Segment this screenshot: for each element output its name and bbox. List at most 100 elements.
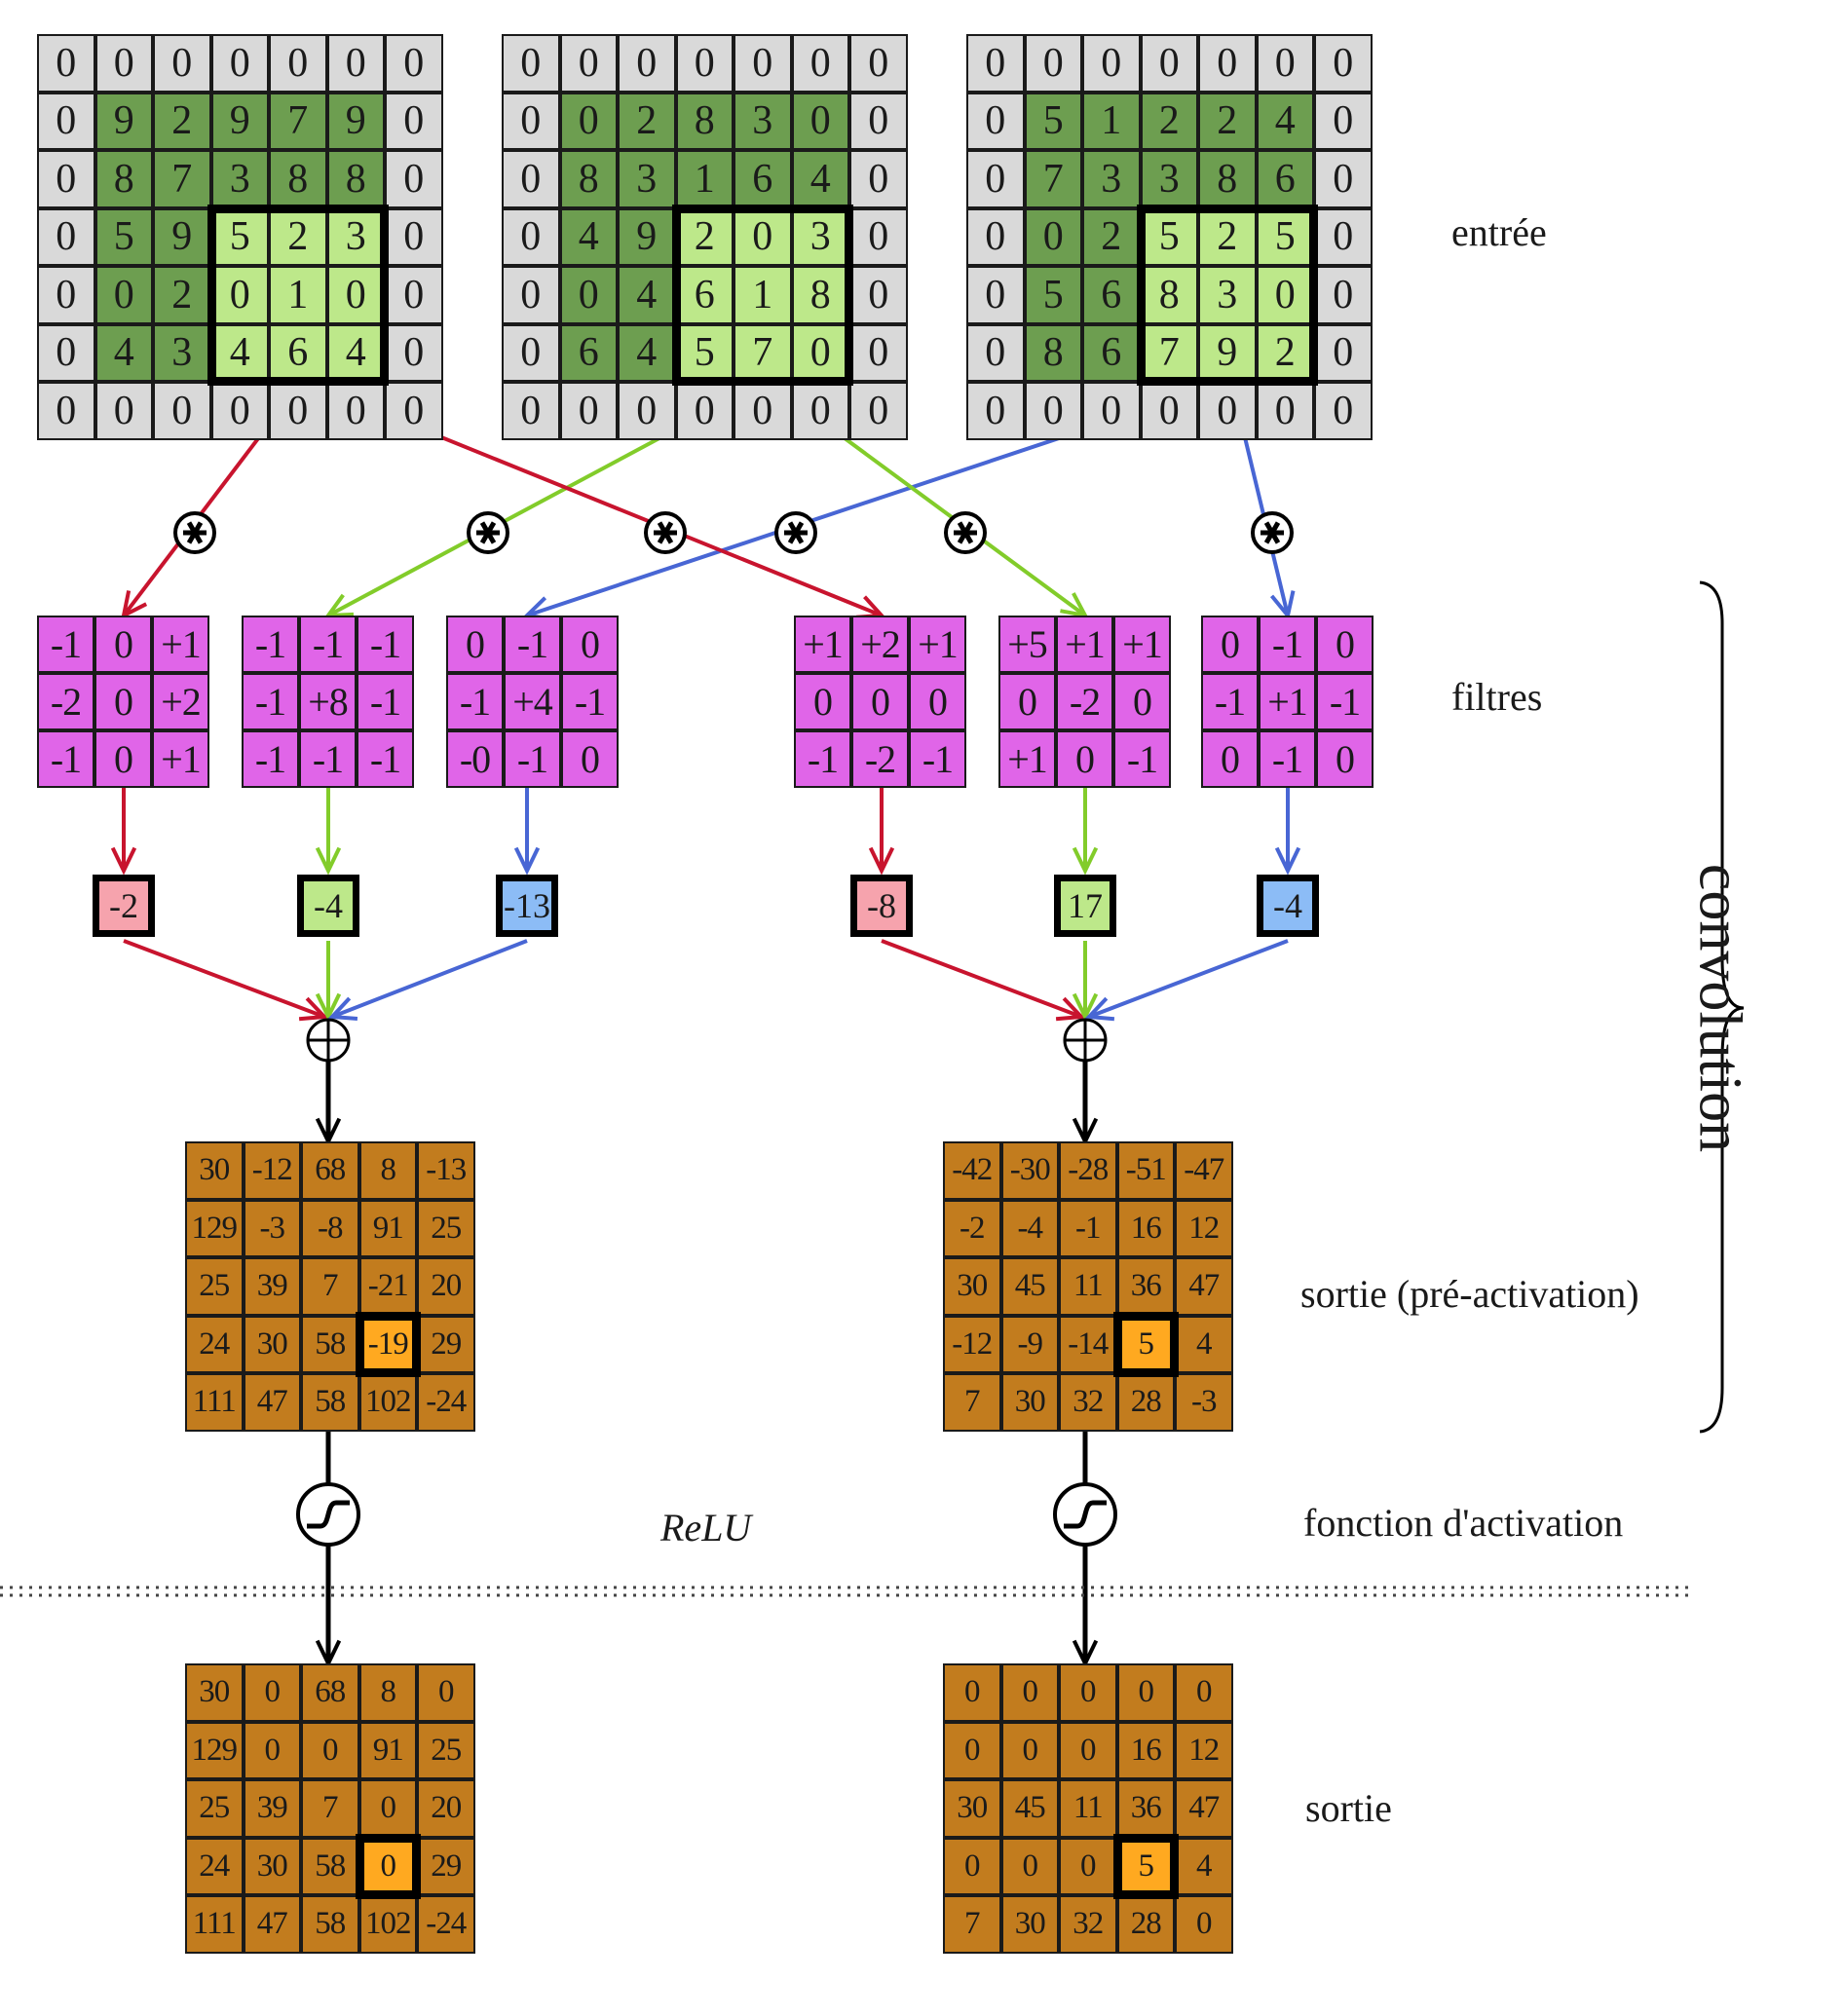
filter-cell: -1 bbox=[357, 616, 414, 673]
input-cell: 0 bbox=[385, 323, 443, 382]
input-cell: 1 bbox=[1082, 92, 1141, 150]
filter-cell: 0 bbox=[94, 673, 152, 730]
filter-cell: +8 bbox=[299, 673, 357, 730]
filter-cell: 0 bbox=[561, 730, 619, 788]
output-cell: -12 bbox=[243, 1141, 301, 1200]
filter-cell: -1 bbox=[242, 616, 299, 673]
output-cell: -30 bbox=[1000, 1141, 1059, 1200]
filter-cell: -1 bbox=[504, 730, 561, 788]
output-cell: -14 bbox=[1059, 1315, 1117, 1373]
output-cell: -24 bbox=[417, 1895, 475, 1954]
input-cell: 0 bbox=[849, 34, 908, 93]
input-cell: 4 bbox=[791, 150, 849, 208]
input-cell: 0 bbox=[37, 34, 95, 93]
output-cell: 11 bbox=[1059, 1779, 1117, 1838]
input-cell: 0 bbox=[559, 266, 618, 324]
arrow-head bbox=[1072, 846, 1099, 876]
input-cell: 4 bbox=[1256, 92, 1314, 150]
filter-cell: -1 bbox=[357, 673, 414, 730]
filter-cell: -1 bbox=[242, 673, 299, 730]
output-cell: 25 bbox=[417, 1721, 475, 1779]
output-cell: 47 bbox=[1175, 1257, 1233, 1316]
output-cell: 8 bbox=[358, 1663, 417, 1722]
input-cell: 0 bbox=[1140, 34, 1198, 93]
input-cell: 0 bbox=[502, 207, 560, 266]
input-cell: 8 bbox=[1024, 323, 1082, 382]
input-cell: 5 bbox=[1256, 207, 1314, 266]
input-cell: 0 bbox=[210, 266, 269, 324]
input-cell: 3 bbox=[153, 323, 211, 382]
output-cell: 12 bbox=[1175, 1199, 1233, 1257]
input-cell: 6 bbox=[269, 323, 327, 382]
filter-response-value: -2 bbox=[93, 875, 155, 937]
input-cell: 0 bbox=[1024, 382, 1082, 440]
operator-stroke bbox=[657, 521, 674, 544]
filter-cell: +1 bbox=[152, 616, 209, 673]
input-cell: 0 bbox=[502, 266, 560, 324]
input-cell: 9 bbox=[1198, 323, 1257, 382]
input-cell: 2 bbox=[1082, 207, 1141, 266]
input-cell: 0 bbox=[502, 34, 560, 93]
output-cell: -21 bbox=[358, 1257, 417, 1316]
output-cell: 0 bbox=[1059, 1837, 1117, 1895]
arrow-head bbox=[315, 846, 342, 876]
filter-cell: 0 bbox=[94, 616, 152, 673]
output-cell: 58 bbox=[301, 1315, 359, 1373]
arrow-head bbox=[513, 846, 541, 876]
output-cell: 58 bbox=[301, 1373, 359, 1432]
input-cell: 8 bbox=[559, 150, 618, 208]
output-cell: 32 bbox=[1059, 1373, 1117, 1432]
input-cell: 0 bbox=[385, 150, 443, 208]
filter-response-value: 17 bbox=[1054, 875, 1116, 937]
filter-cell: 0 bbox=[446, 616, 504, 673]
input-cell: 0 bbox=[153, 34, 211, 93]
input-cell: 9 bbox=[618, 207, 676, 266]
filter-cell: -1 bbox=[561, 673, 619, 730]
output-cell: 28 bbox=[1116, 1895, 1175, 1954]
filter-cell: +2 bbox=[851, 616, 909, 673]
input-cell: 2 bbox=[269, 207, 327, 266]
input-cell: 0 bbox=[849, 207, 908, 266]
input-cell: 0 bbox=[1024, 34, 1082, 93]
input-cell: 6 bbox=[675, 266, 734, 324]
convolution-brace bbox=[1699, 580, 1745, 1434]
input-cell: 1 bbox=[675, 150, 734, 208]
output-cell: -47 bbox=[1175, 1141, 1233, 1200]
output-cell: 30 bbox=[943, 1257, 1001, 1316]
arrow-line bbox=[123, 939, 325, 1019]
input-cell: 4 bbox=[559, 207, 618, 266]
output-cell: -24 bbox=[417, 1373, 475, 1432]
input-cell: 0 bbox=[385, 34, 443, 93]
filter-cell: -1 bbox=[794, 730, 851, 788]
input-cell: 7 bbox=[1140, 323, 1198, 382]
output-cell: 0 bbox=[1175, 1895, 1233, 1954]
output-cell: 11 bbox=[1059, 1257, 1117, 1316]
label-activation: fonction d'activation bbox=[1303, 1501, 1624, 1545]
filter-cell: -1 bbox=[37, 730, 94, 788]
filter-cell: 0 bbox=[794, 673, 851, 730]
input-cell: 0 bbox=[37, 323, 95, 382]
output-cell: 58 bbox=[301, 1837, 359, 1895]
output-cell: 0 bbox=[243, 1721, 301, 1779]
filter-cell: 0 bbox=[1316, 616, 1374, 673]
input-cell: 0 bbox=[385, 207, 443, 266]
output-cell: 4 bbox=[1175, 1837, 1233, 1895]
output-cell: 25 bbox=[185, 1257, 244, 1316]
arrow-head bbox=[298, 996, 329, 1022]
input-cell: 0 bbox=[1256, 34, 1314, 93]
output-cell-highlighted: -19 bbox=[358, 1315, 417, 1373]
output-cell: 0 bbox=[943, 1721, 1001, 1779]
filter-cell: -1 bbox=[242, 730, 299, 788]
output-cell: 0 bbox=[1059, 1663, 1117, 1722]
input-cell: 0 bbox=[37, 150, 95, 208]
filter-cell: 0 bbox=[1113, 673, 1171, 730]
input-cell: 0 bbox=[153, 382, 211, 440]
input-cell: 4 bbox=[618, 323, 676, 382]
input-cell: 0 bbox=[559, 34, 618, 93]
filter-cell: 0 bbox=[1201, 730, 1259, 788]
input-cell: 9 bbox=[153, 207, 211, 266]
output-cell: 30 bbox=[943, 1779, 1001, 1838]
